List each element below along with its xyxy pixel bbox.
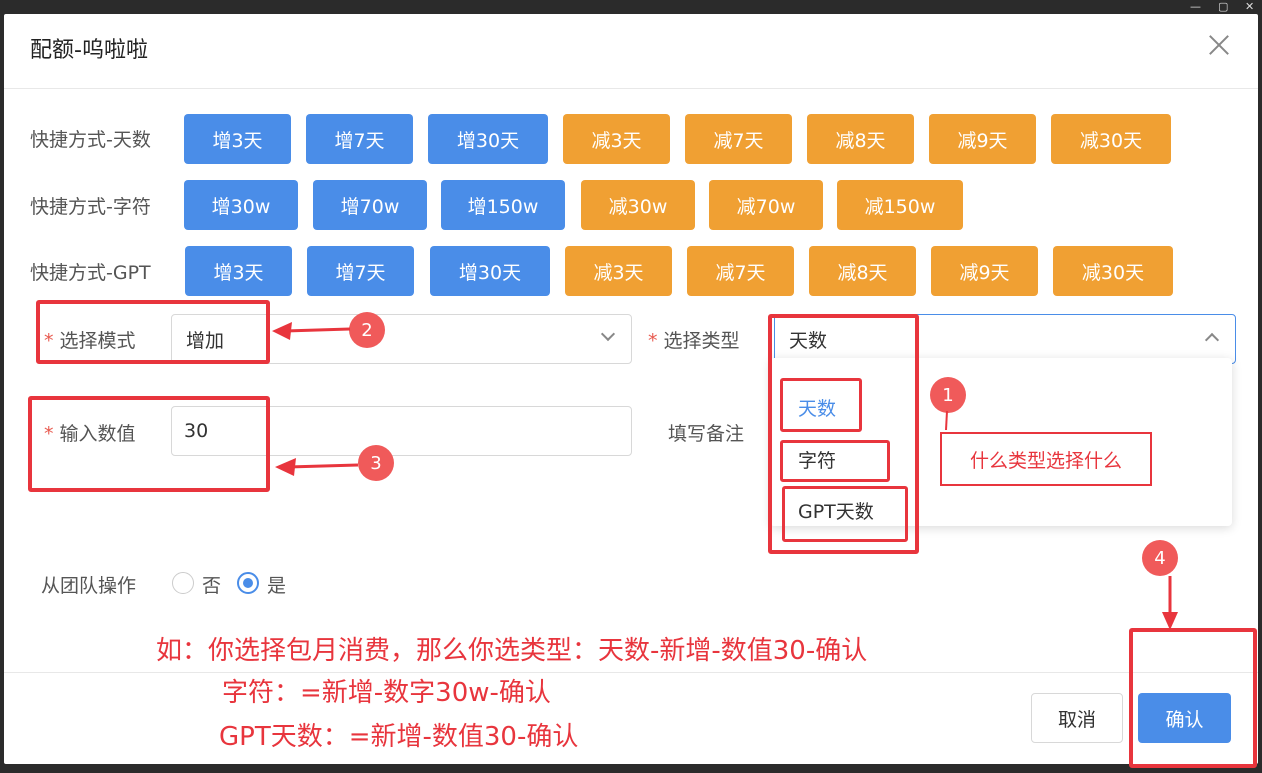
amount-input[interactable]: 30 (171, 406, 632, 456)
close-icon[interactable] (1206, 32, 1232, 58)
quick-days-sub-3[interactable]: 减3天 (563, 114, 670, 164)
quick-days-add-30[interactable]: 增30天 (428, 114, 548, 164)
type-select-value: 天数 (789, 329, 828, 352)
annotation-badge-4: 4 (1142, 540, 1178, 576)
chevron-up-icon (1204, 332, 1220, 348)
annotation-badge-1: 1 (930, 377, 966, 413)
chevron-down-icon (600, 326, 616, 342)
quick-chars-add-30w[interactable]: 增30w (184, 180, 298, 230)
quick-row-label-days: 快捷方式-天数 (30, 129, 151, 151)
maximize-icon[interactable]: ▢ (1218, 0, 1229, 13)
annotation-box-confirm (1129, 628, 1257, 768)
quick-row-label-chars: 快捷方式-字符 (30, 196, 151, 218)
quick-chars-sub-150w[interactable]: 减150w (837, 180, 963, 230)
annotation-box-option-days (780, 378, 862, 432)
type-option-gpt-days[interactable]: GPT天数 (798, 501, 874, 523)
dialog-title: 配额-呜啦啦 (30, 38, 148, 63)
team-label: 从团队操作 (41, 575, 137, 597)
quick-chars-sub-30w[interactable]: 减30w (581, 180, 695, 230)
confirm-button[interactable]: 确认 (1138, 693, 1231, 743)
footer-divider (4, 672, 1258, 673)
quick-gpt-add-3[interactable]: 增3天 (185, 246, 292, 296)
quick-gpt-sub-30[interactable]: 减30天 (1053, 246, 1173, 296)
annotation-badge-3: 3 (358, 445, 394, 481)
amount-input-value: 30 (184, 420, 209, 442)
annotation-box-option-chars (780, 440, 890, 482)
annotation-note: 什么类型选择什么 (940, 432, 1152, 486)
header-divider (4, 88, 1258, 89)
mode-label: *选择模式 (44, 330, 136, 352)
annotation-line-3: GPT天数：=新增-数值30-确认 (219, 722, 579, 752)
window-close-icon[interactable]: ✕ (1245, 0, 1255, 13)
type-option-chars[interactable]: 字符 (798, 450, 837, 472)
team-radio-no-label: 否 (202, 575, 222, 597)
quick-days-sub-7[interactable]: 减7天 (685, 114, 792, 164)
minimize-icon[interactable]: — (1190, 0, 1201, 13)
quick-gpt-add-7[interactable]: 增7天 (307, 246, 414, 296)
annotation-line-2: 字符：=新增-数字30w-确认 (222, 678, 551, 708)
team-radio-no[interactable] (172, 572, 194, 594)
mode-select[interactable]: 增加 (171, 314, 632, 364)
type-select[interactable]: 天数 (774, 314, 1236, 364)
quick-days-sub-8[interactable]: 减8天 (807, 114, 914, 164)
quick-days-add-7[interactable]: 增7天 (306, 114, 413, 164)
team-radio-yes-label: 是 (267, 575, 287, 597)
quick-gpt-sub-7[interactable]: 减7天 (687, 246, 794, 296)
type-option-days[interactable]: 天数 (798, 398, 837, 420)
quick-days-sub-9[interactable]: 减9天 (929, 114, 1036, 164)
annotation-badge-2: 2 (349, 312, 385, 348)
quick-gpt-sub-9[interactable]: 减9天 (931, 246, 1038, 296)
quick-chars-add-70w[interactable]: 增70w (313, 180, 427, 230)
cancel-button[interactable]: 取消 (1031, 693, 1123, 743)
quick-gpt-sub-8[interactable]: 减8天 (809, 246, 916, 296)
team-radio-yes[interactable] (237, 572, 259, 594)
annotation-line-1: 如：你选择包月消费，那么你选类型：天数-新增-数值30-确认 (156, 636, 868, 666)
quick-gpt-sub-3[interactable]: 减3天 (565, 246, 672, 296)
quick-days-add-3[interactable]: 增3天 (184, 114, 291, 164)
annotation-box-option-gpt (782, 486, 908, 542)
annotation-box-mode (36, 300, 270, 364)
remark-label: 填写备注 (668, 423, 745, 445)
quick-chars-sub-70w[interactable]: 减70w (709, 180, 823, 230)
type-label: *选择类型 (648, 330, 740, 352)
annotation-box-type (768, 314, 919, 554)
amount-label: *输入数值 (44, 423, 136, 445)
quick-days-sub-30[interactable]: 减30天 (1051, 114, 1171, 164)
quick-gpt-add-30[interactable]: 增30天 (430, 246, 550, 296)
mode-select-value: 增加 (186, 329, 225, 352)
quick-chars-add-150w[interactable]: 增150w (441, 180, 565, 230)
quick-row-label-gpt: 快捷方式-GPT (30, 262, 151, 284)
annotation-box-amount (28, 396, 270, 492)
